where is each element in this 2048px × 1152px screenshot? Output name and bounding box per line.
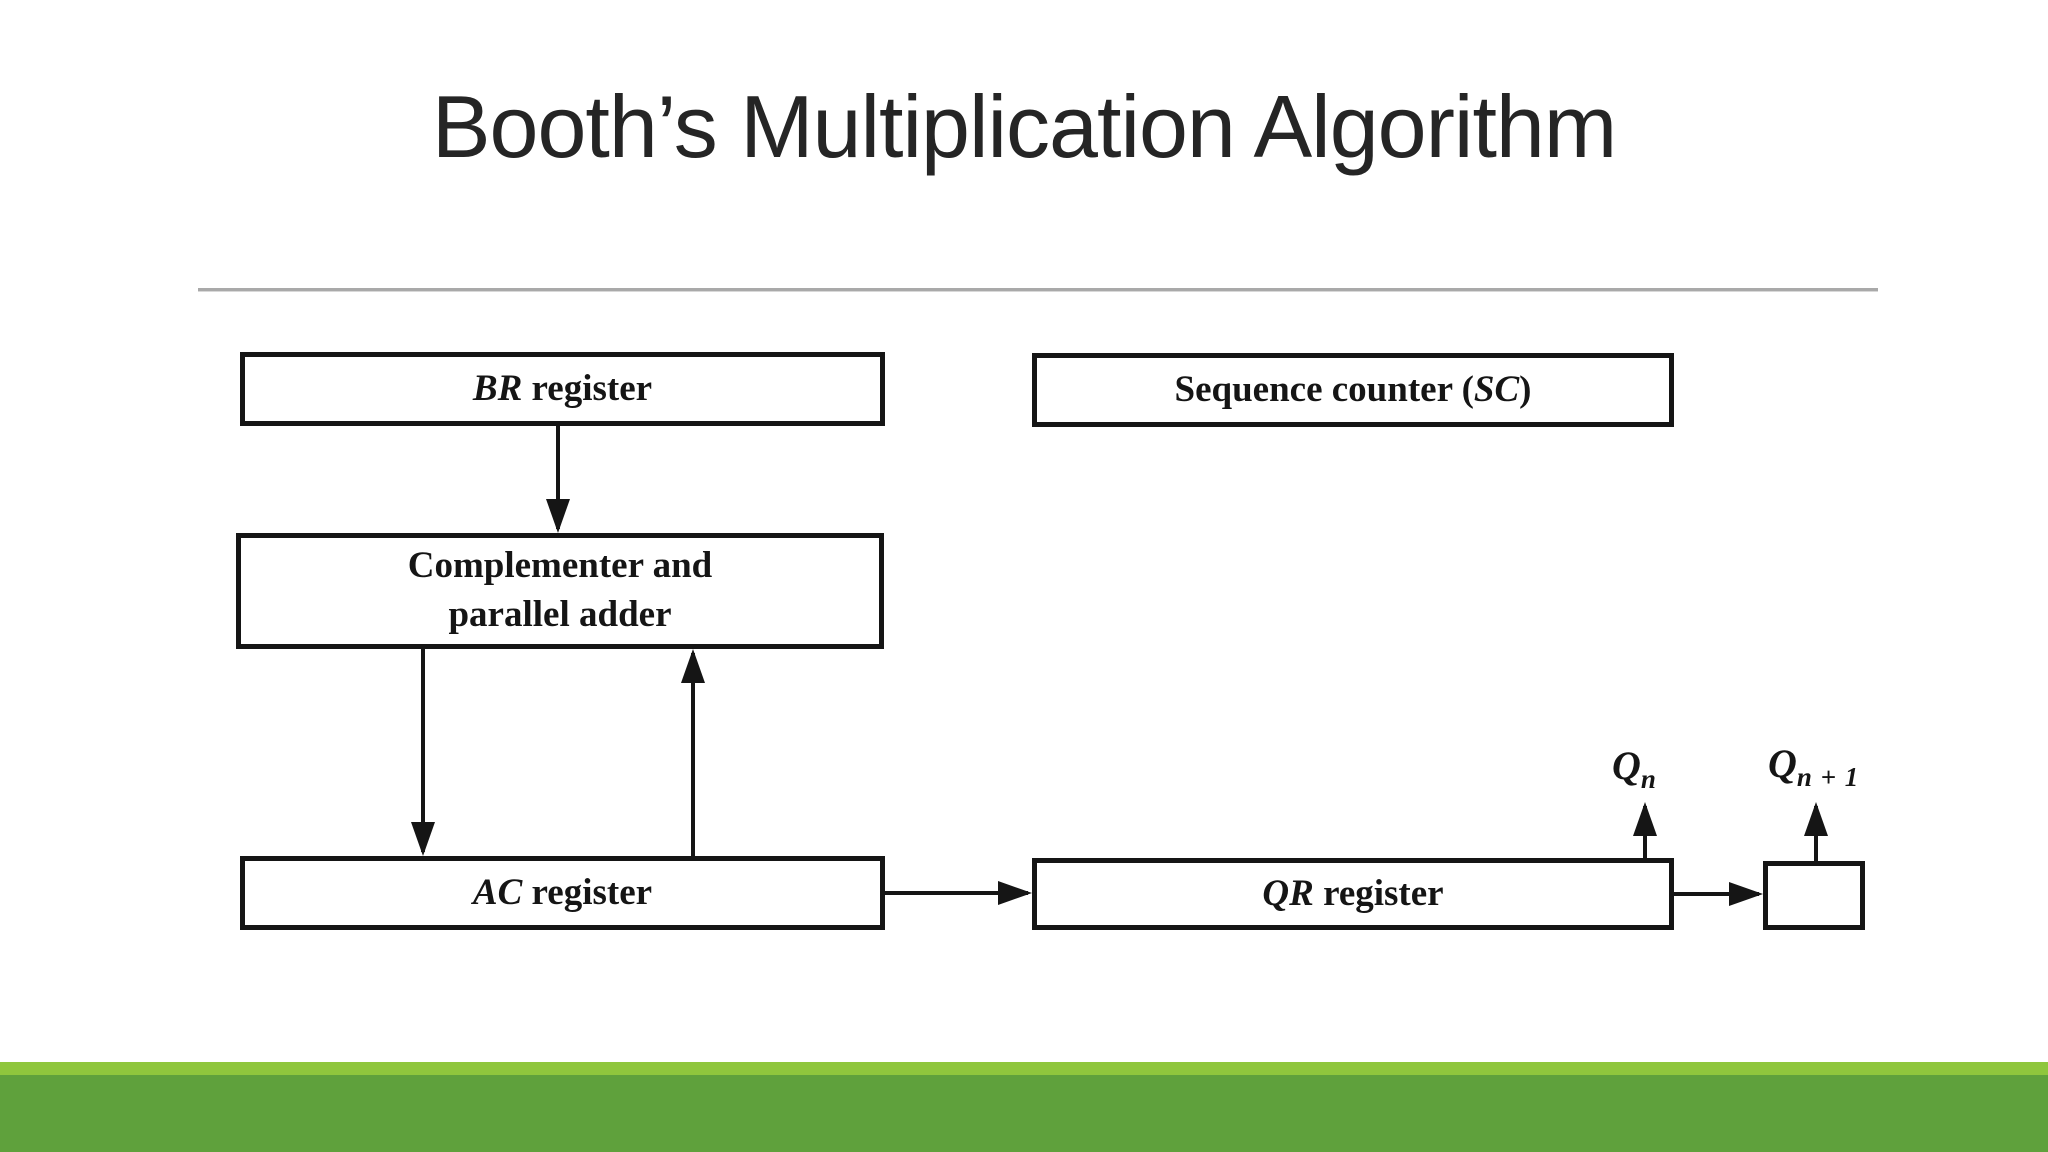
qr-register-box: QR register bbox=[1032, 858, 1674, 930]
sequence-counter-box: Sequence counter (SC) bbox=[1032, 353, 1674, 427]
sequence-counter-label: Sequence counter (SC) bbox=[1174, 368, 1532, 410]
accent-bar-dark-stripe bbox=[0, 1075, 2048, 1152]
accent-bar-light-stripe bbox=[0, 1062, 2048, 1075]
qn-label: Qn bbox=[1612, 743, 1657, 794]
title-divider bbox=[198, 288, 1878, 292]
qn-plus-1-flipflop-box bbox=[1763, 861, 1865, 930]
br-register-label: BR register bbox=[472, 367, 653, 409]
complementer-adder-box: Complementer and parallel adder bbox=[236, 533, 884, 649]
qn-plus-1-label: Qn + 1 bbox=[1768, 741, 1860, 792]
br-register-box: BR register bbox=[240, 352, 885, 426]
slide-title: Booth’s Multiplication Algorithm bbox=[431, 77, 1617, 176]
bottom-accent-bar bbox=[0, 1062, 2048, 1152]
ac-register-box: AC register bbox=[240, 856, 885, 930]
ac-register-label: AC register bbox=[472, 871, 653, 913]
qr-register-label: QR register bbox=[1262, 872, 1444, 914]
complementer-adder-label: Complementer and parallel adder bbox=[407, 545, 713, 635]
